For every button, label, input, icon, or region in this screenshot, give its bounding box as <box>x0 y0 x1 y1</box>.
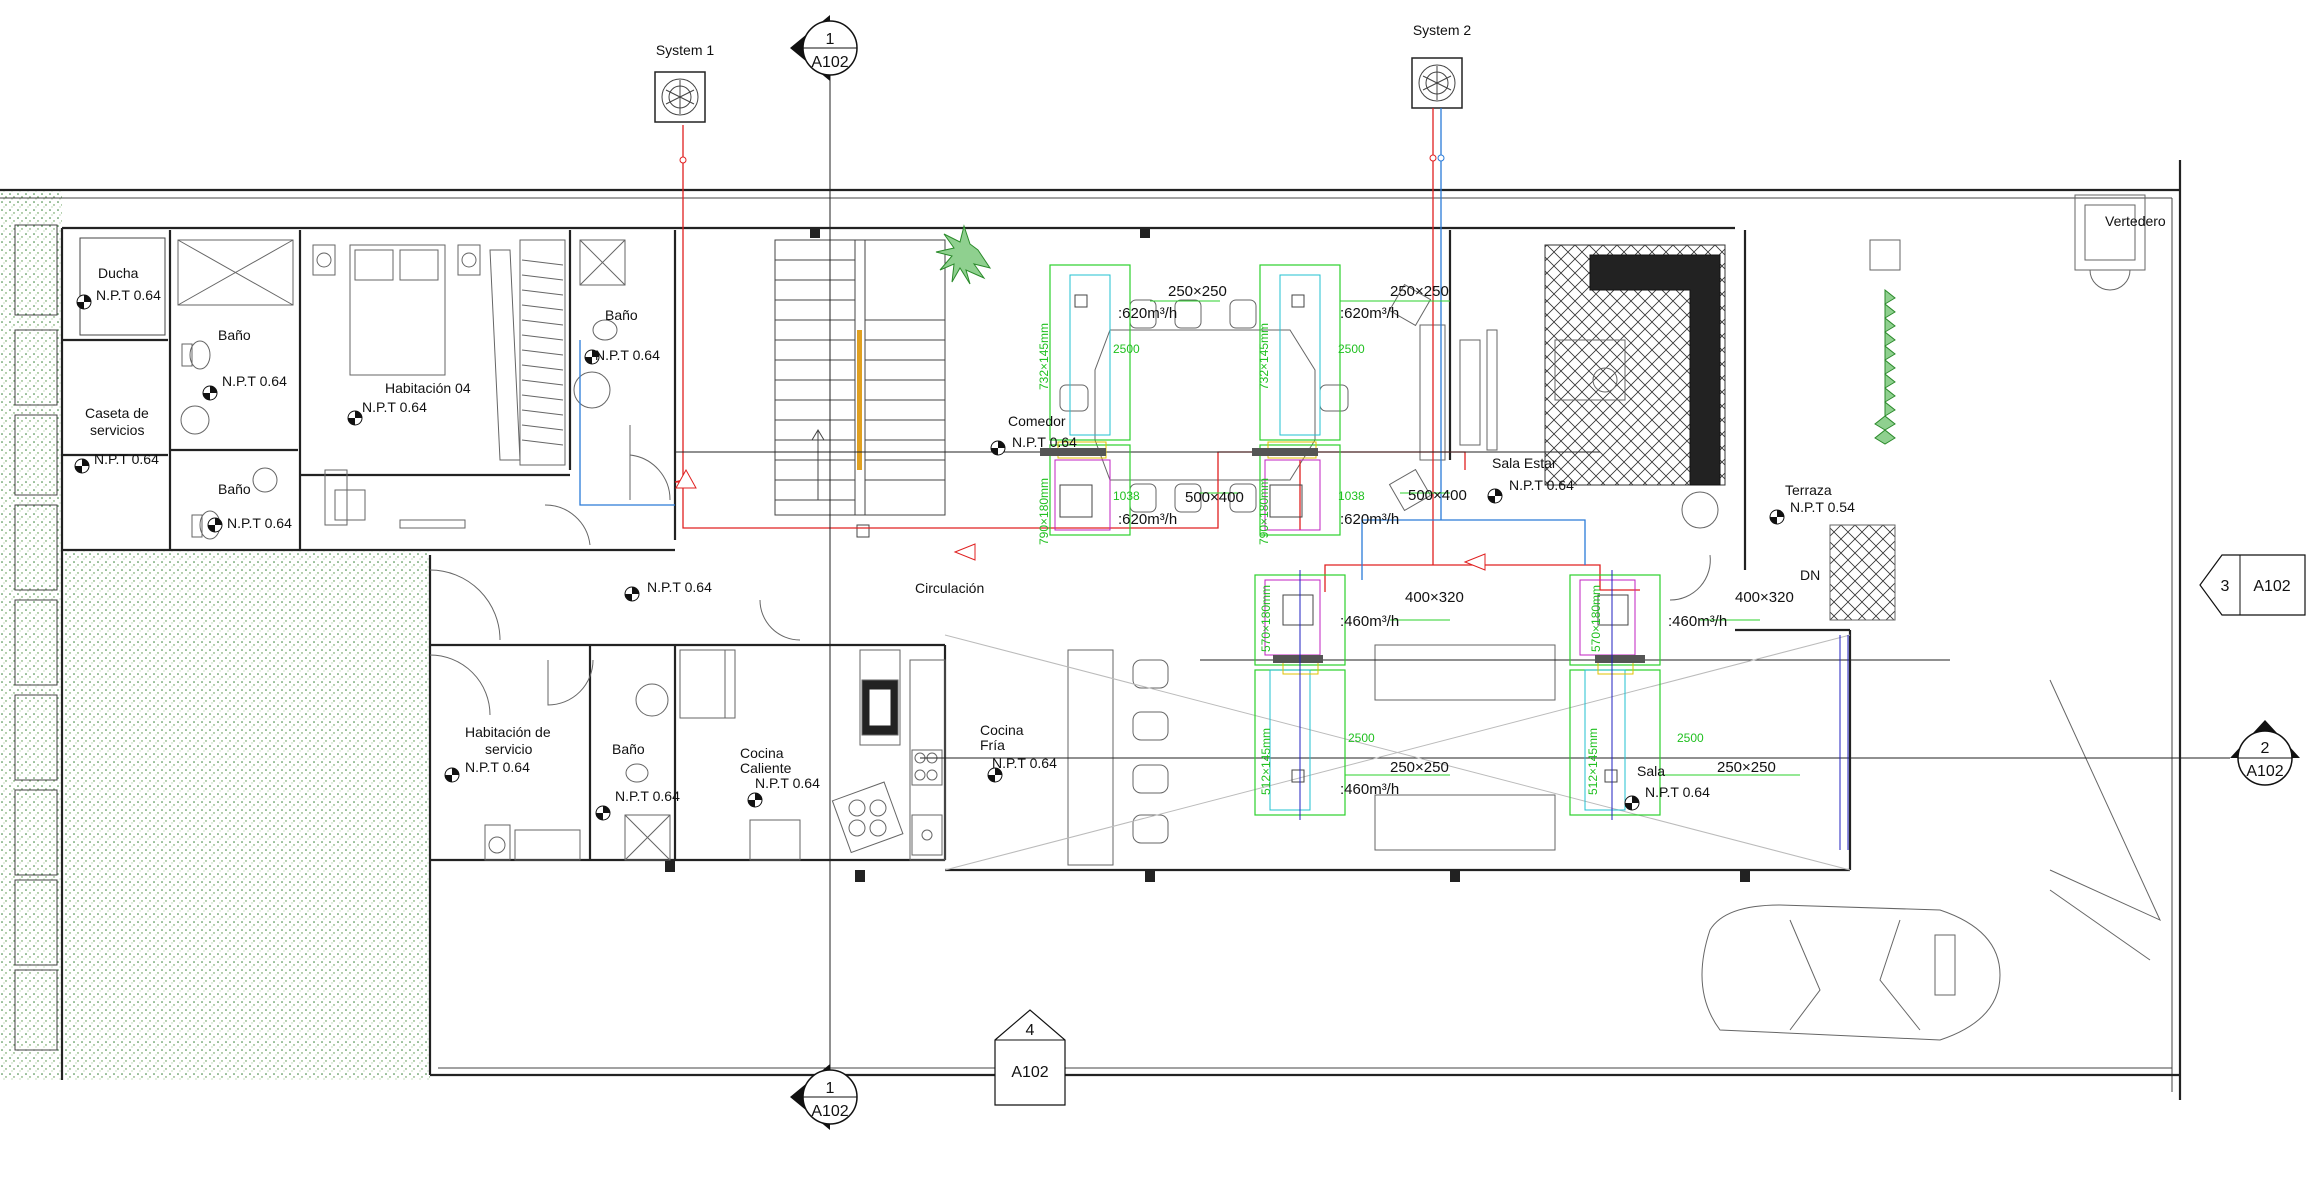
level-label: N.P.T 0.64 <box>94 451 159 467</box>
section-1-bottom-number: 1 <box>826 1080 835 1097</box>
duct-spec-label: 570×180mm <box>1259 585 1273 652</box>
section-marker-4: 4 A102 <box>994 1009 1066 1106</box>
duct-spec-label: 512×145mm <box>1259 728 1273 795</box>
garden-area <box>0 190 430 1080</box>
system-1-fan-unit <box>654 71 706 123</box>
airflow-label: :460m³/h <box>1668 613 1727 630</box>
level-markers <box>74 294 1785 821</box>
duct-size-label: 250×250 <box>1390 283 1449 300</box>
room-label-sala-estar: Sala Estar <box>1492 455 1557 471</box>
section-lines <box>675 65 2230 1100</box>
room-label-habitacion-04: Habitación 04 <box>385 380 471 396</box>
plants <box>935 224 1896 445</box>
room-label-cocina-caliente-line2: Caliente <box>740 760 792 776</box>
level-label: N.P.T 0.64 <box>647 579 712 595</box>
room-label-circulacion: Circulación <box>915 580 984 596</box>
duct-spec-label: 732×145mm <box>1257 323 1271 390</box>
stair-down-label: DN <box>1800 567 1820 583</box>
duct-number-label: 1038 <box>1338 489 1365 503</box>
level-label: N.P.T 0.64 <box>222 373 287 389</box>
duct-spec-label: 790×180mm <box>1037 478 1051 545</box>
duct-number-label: 2500 <box>1338 342 1365 356</box>
level-label: N.P.T 0.64 <box>96 287 161 303</box>
duct-size-label: 250×250 <box>1168 283 1227 300</box>
interior-walls <box>62 228 1852 882</box>
room-label-sala: Sala <box>1637 763 1665 779</box>
airflow-label: :620m³/h <box>1340 305 1399 322</box>
duct-spec-label: 512×145mm <box>1586 728 1600 795</box>
air-diffusers <box>1040 264 1849 850</box>
duct-spec-label: 790×180mm <box>1257 478 1271 545</box>
section-marker-1-top: 1 A102 <box>790 15 858 81</box>
section-2-sheet: A102 <box>2246 763 2283 780</box>
room-label-caseta-line2: servicios <box>90 422 144 438</box>
section-1-top-number: 1 <box>826 31 835 48</box>
duct-size-label: 400×320 <box>1405 589 1464 606</box>
duct-spec-label: 732×145mm <box>1037 323 1051 390</box>
airflow-label: :620m³/h <box>1118 305 1177 322</box>
level-label: N.P.T 0.64 <box>465 759 530 775</box>
duct-number-label: 2500 <box>1113 342 1140 356</box>
room-label-cocina-fria-line2: Fría <box>980 737 1005 753</box>
section-marker-1-bottom: 1 A102 <box>790 1064 858 1130</box>
duct-size-label: 500×400 <box>1185 489 1244 506</box>
duct-spec-label: 570×180mm <box>1589 585 1603 652</box>
outer-walls <box>0 160 2182 1100</box>
duct-size-label: 250×250 <box>1717 759 1776 776</box>
room-label-vertedero: Vertedero <box>2105 213 2166 229</box>
room-label-bano: Baño <box>218 327 251 343</box>
level-label: N.P.T 0.64 <box>595 347 660 363</box>
system-1-label: System 1 <box>656 42 715 58</box>
duct-number-label: 2500 <box>1348 731 1375 745</box>
level-label: N.P.T 0.64 <box>992 755 1057 771</box>
airflow-label: :620m³/h <box>1118 511 1177 528</box>
section-2-number: 2 <box>2261 740 2270 757</box>
section-4-sheet: A102 <box>1011 1064 1048 1081</box>
room-label-bano: Baño <box>612 741 645 757</box>
airflow-label: :460m³/h <box>1340 613 1399 630</box>
system-2-fan-unit <box>1411 57 1463 109</box>
room-label-bano: Baño <box>218 481 251 497</box>
room-label-caseta-line1: Caseta de <box>85 405 149 421</box>
section-3-number: 3 <box>2221 578 2230 595</box>
room-label-habitacion-servicio-line2: servicio <box>485 741 533 757</box>
section-1-bottom-sheet: A102 <box>811 1103 848 1120</box>
room-label-bano: Baño <box>605 307 638 323</box>
duct-size-label: 500×400 <box>1408 487 1467 504</box>
level-label: N.P.T 0.64 <box>1645 784 1710 800</box>
section-1-top-sheet: A102 <box>811 54 848 71</box>
system-2-label: System 2 <box>1413 22 1472 38</box>
duct-size-label: 250×250 <box>1390 759 1449 776</box>
section-3-sheet: A102 <box>2253 578 2290 595</box>
duct-number-label: 2500 <box>1677 731 1704 745</box>
room-label-cocina-fria-line1: Cocina <box>980 722 1024 738</box>
duct-number-label: 1038 <box>1113 489 1140 503</box>
staircase <box>774 239 946 538</box>
room-label-habitacion-servicio-line1: Habitación de <box>465 724 551 740</box>
level-label: N.P.T 0.64 <box>362 399 427 415</box>
room-label-cocina-caliente-line1: Cocina <box>740 745 784 761</box>
section-marker-3: 3 A102 <box>2199 554 2306 616</box>
furniture <box>177 194 2162 1041</box>
room-label-ducha: Ducha <box>98 265 139 281</box>
room-label-terraza: Terraza <box>1785 482 1832 498</box>
airflow-label: :460m³/h <box>1340 781 1399 798</box>
section-4-number: 4 <box>1026 1022 1035 1039</box>
level-label: N.P.T 0.64 <box>227 515 292 531</box>
duct-size-label: 400×320 <box>1735 589 1794 606</box>
dimension-leaders <box>1150 300 1800 776</box>
room-label-comedor: Comedor <box>1008 413 1066 429</box>
airflow-label: :620m³/h <box>1340 511 1399 528</box>
level-label: N.P.T 0.64 <box>1509 477 1574 493</box>
section-marker-2: 2 A102 <box>2230 720 2300 786</box>
level-label: N.P.T 0.54 <box>1790 499 1855 515</box>
level-label: N.P.T 0.64 <box>615 788 680 804</box>
level-label: N.P.T 0.64 <box>755 775 820 791</box>
level-label: N.P.T 0.64 <box>1012 434 1077 450</box>
